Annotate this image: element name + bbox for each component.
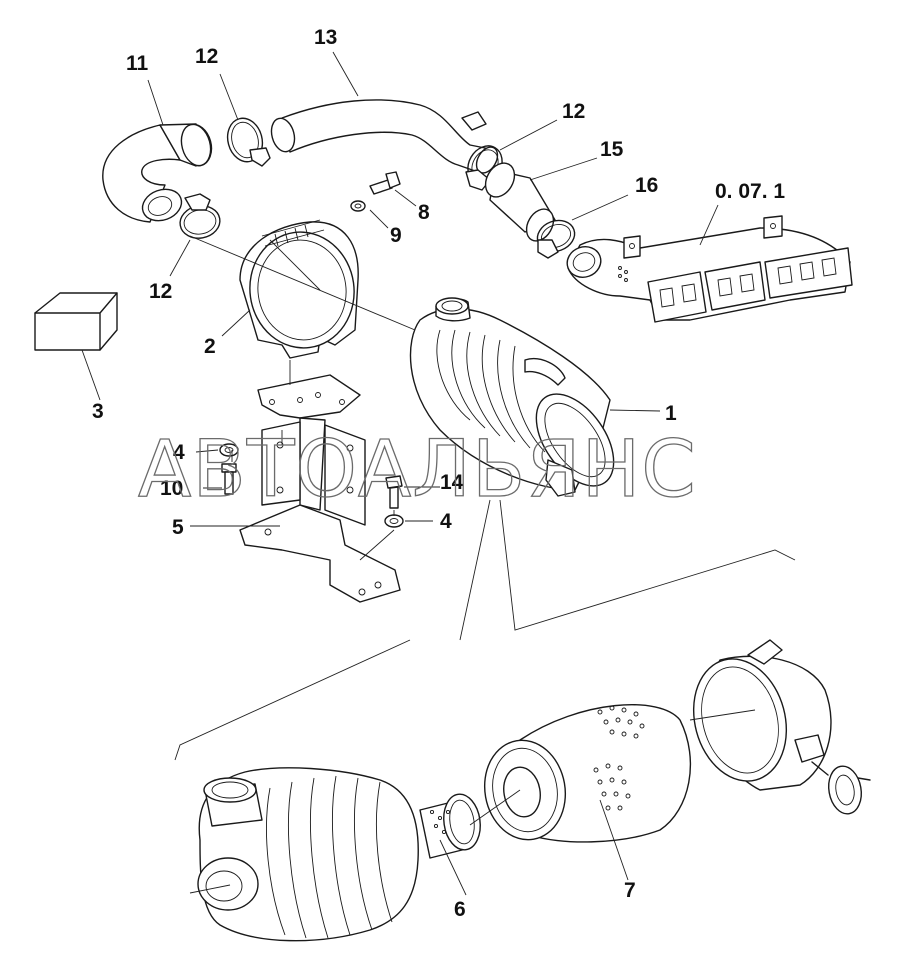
callout-10: 10 [160,477,183,500]
callout-1: 1 [665,402,677,425]
hose-clamp-12-c [179,193,221,239]
callout-12-left: 12 [149,280,172,303]
air-filter-assembly-1 [409,297,615,497]
washer-9 [350,200,366,212]
mounting-strap-2 [239,219,359,359]
callout-11: 11 [126,52,149,75]
callout-reference-0-07-1: 0. 07. 1 [715,180,785,203]
bolt-8 [369,171,401,195]
sleeve-15 [484,162,556,242]
callout-14: 14 [440,471,464,494]
intake-pipe-13 [270,99,499,174]
hose-clamp-12-a [226,117,271,167]
callout-6: 6 [454,898,466,921]
washer-4-b [384,514,404,528]
callout-labels: 11 12 13 12 15 16 0. 07. 1 8 9 12 2 3 1 … [92,26,785,921]
callout-12-right: 12 [562,100,585,123]
callout-15: 15 [600,138,624,161]
callout-7: 7 [624,879,636,902]
end-cap [692,639,871,815]
elbow-hose-11 [102,123,213,223]
leader-lines [81,51,796,896]
hose-clamp-12-b [465,145,503,191]
support-bracket-5 [239,374,401,603]
callout-12-top: 12 [195,45,218,68]
callout-4-upper: 4 [173,441,185,464]
safety-element-6 [419,793,481,859]
manifold-0-07-1 [566,215,853,323]
callout-4-lower: 4 [440,510,452,533]
filter-element-7 [483,704,692,843]
bolt-10 [221,463,237,495]
watermark-text: АВТОАЛЬЯНС [138,425,697,515]
block-3 [34,292,118,351]
bolt-14 [385,475,403,509]
callout-9: 9 [390,224,402,247]
filter-housing-detail [197,767,419,942]
callout-13: 13 [314,26,337,49]
callout-16: 16 [635,174,658,197]
washer-4-a [219,443,239,457]
callout-5: 5 [172,516,184,539]
callout-2: 2 [204,335,216,358]
callout-8: 8 [418,201,430,224]
callout-3: 3 [92,400,104,423]
hose-clamp-16 [536,219,576,259]
